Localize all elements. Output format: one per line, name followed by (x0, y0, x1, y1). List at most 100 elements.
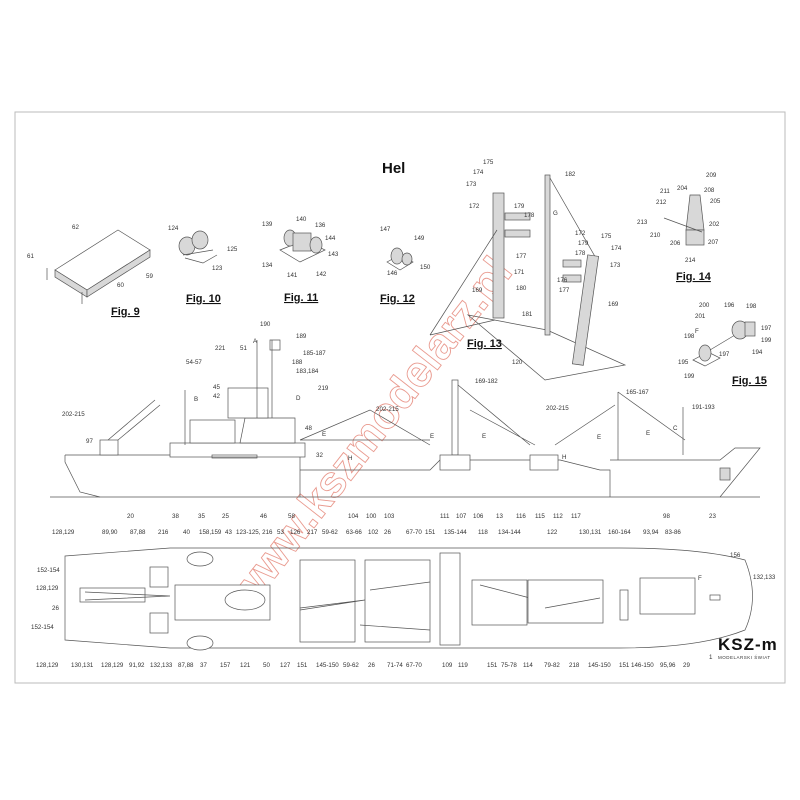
plan-view-callout: 102 (368, 529, 379, 536)
plan-view-callout: 50 (263, 662, 270, 669)
plan-view-callout: 128,129 (36, 662, 59, 669)
plan-view-callout: 146-150 (631, 662, 654, 669)
plan-view-callout: 128,129 (36, 585, 59, 592)
plan-view-callout: 127 (280, 662, 291, 669)
side-view-callout: E (430, 433, 434, 440)
detail-callout: 172 (575, 230, 586, 237)
plan-view-callout: 89,90 (102, 529, 118, 536)
plan-view-callout: 134-144 (498, 529, 521, 536)
side-view-callout: 190 (260, 321, 271, 328)
sheet-title: Hel (382, 160, 405, 177)
detail-callout: 194 (752, 349, 763, 356)
detail-callout: 204 (677, 185, 688, 192)
detail-callout: 143 (328, 251, 339, 258)
side-view-callout: 45 (213, 384, 220, 391)
detail-callout: 141 (287, 272, 298, 279)
plan-view-callout: 71-74 (387, 662, 403, 669)
plan-view-callout: 26 (384, 529, 391, 536)
plan-view-callout: 26 (52, 605, 59, 612)
plan-view-callout: 151 (487, 662, 498, 669)
side-view-callout: E (322, 431, 326, 438)
side-view-callout: E (597, 434, 601, 441)
side-view-callout: 115 (535, 513, 545, 520)
detail-callout: 125 (227, 246, 238, 253)
detail-callout: 178 (524, 212, 535, 219)
side-view-callout: 106 (473, 513, 484, 520)
side-view-callout: 42 (213, 393, 220, 400)
side-view-callout: 38 (172, 513, 179, 520)
detail-callout: 197 (761, 325, 772, 332)
detail-callout: 136 (315, 222, 326, 229)
plan-view-callout: 158,159 (199, 529, 222, 536)
side-view-callout: C (673, 425, 678, 432)
side-view-callout: 23 (709, 513, 716, 520)
plan-view-drawing (64, 547, 753, 651)
plan-view-callout: 91,92 (129, 662, 145, 669)
side-view-callout: 32 (316, 452, 323, 459)
side-view-callout: B (194, 396, 198, 403)
plan-view-callout: 132,133 (753, 574, 776, 581)
detail-callout: 198 (746, 303, 757, 310)
detail-callout: 173 (610, 262, 621, 269)
plan-view-callout: 118 (478, 529, 488, 536)
detail-callout: 196 (724, 302, 735, 309)
figure-label: Fig. 11 (284, 292, 318, 304)
detail-callout: 61 (27, 253, 34, 260)
plan-view-callout: 59-62 (343, 662, 359, 669)
plan-view-callout: 128,129 (101, 662, 124, 669)
detail-callout: 124 (168, 225, 179, 232)
plan-view-callout: 128,129 (52, 529, 75, 536)
side-view-callout: 25 (222, 513, 229, 520)
plan-view-callout: 119 (458, 662, 468, 669)
plan-view-callout: 63-66 (346, 529, 362, 536)
detail-callout: 123 (212, 265, 223, 272)
side-view-callout: 189 (296, 333, 307, 340)
plan-view-callout: 151 (619, 662, 630, 669)
plan-view-callout: 95,96 (660, 662, 676, 669)
plan-view-callout: 152-154 (31, 624, 54, 631)
detail-callout: 199 (761, 337, 772, 344)
sheet-frame (14, 111, 786, 684)
plan-view-callout: F (698, 575, 702, 582)
detail-callout: 198 (684, 333, 695, 340)
detail-callout: 209 (706, 172, 717, 179)
plan-view-callout: 109 (442, 662, 453, 669)
detail-callout: 169 (472, 287, 483, 294)
detail-callout: 201 (695, 313, 706, 320)
detail-callout: 210 (650, 232, 661, 239)
side-view-callout: 13 (496, 513, 503, 520)
detail-callout: 212 (656, 199, 667, 206)
side-view-callout: 112 (553, 513, 563, 520)
detail-callout: 182 (565, 171, 576, 178)
detail-callout: G (553, 210, 558, 217)
side-view-callout: 183,184 (296, 368, 319, 375)
side-view-callout: 202-215 (376, 406, 399, 413)
side-view-callout: 117 (571, 513, 581, 520)
detail-callout: F (695, 328, 699, 335)
side-view-callout: 104 (348, 513, 359, 520)
plan-view-callout: 83-86 (665, 529, 681, 536)
plan-view-callout: 123-125, 216 (236, 529, 273, 536)
side-view-callout: E (646, 430, 650, 437)
fig12-drawing (386, 247, 414, 271)
detail-callout: 149 (414, 235, 425, 242)
side-view-callout: 191-193 (692, 404, 715, 411)
side-view-callout: 100 (366, 513, 377, 520)
detail-callout: 200 (699, 302, 710, 309)
plan-view-callout: 122 (547, 529, 558, 536)
fig9-drawing (46, 229, 151, 304)
plan-view-callout: 135-144 (444, 529, 467, 536)
detail-callout: 207 (708, 239, 719, 246)
side-view-callout: H (562, 454, 566, 461)
side-view-callout: A (253, 338, 258, 345)
side-view-callout: 20 (127, 513, 134, 520)
plan-view-callout: 87,88 (130, 529, 146, 536)
detail-callout: 181 (522, 311, 533, 318)
figure-label: Fig. 12 (380, 293, 415, 305)
side-view-callout: 97 (86, 438, 93, 445)
detail-callout: 62 (72, 224, 79, 231)
detail-callout: 150 (420, 264, 431, 271)
detail-callout: 177 (516, 253, 527, 260)
